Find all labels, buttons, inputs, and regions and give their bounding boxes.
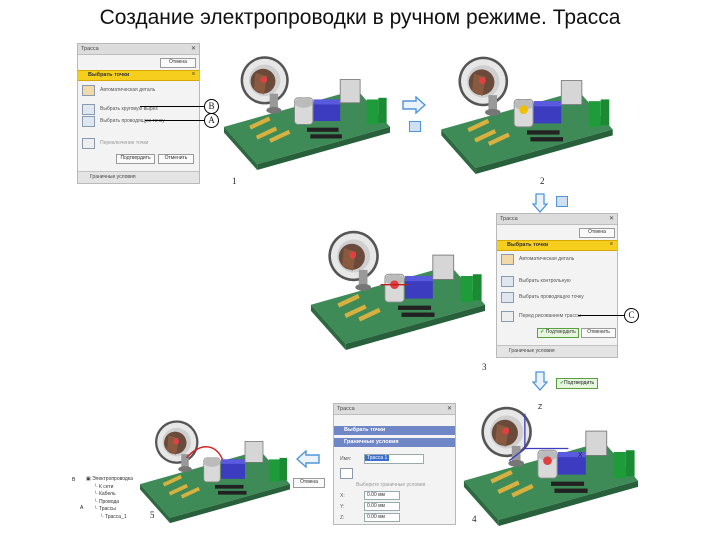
tree-item[interactable]: └ Провода — [94, 498, 120, 505]
step-label-4: 4 — [472, 514, 477, 524]
collapse-icon[interactable]: ≡ — [191, 71, 195, 77]
tree-item[interactable]: └ Трассы — [94, 506, 116, 512]
tree-item[interactable]: └ Трасса_1 — [100, 513, 127, 520]
arrow-left-icon — [296, 450, 320, 468]
name-input[interactable]: Трасса 1 — [364, 454, 424, 464]
panel-title: Трасса — [337, 406, 355, 412]
cancel-button[interactable]: Отмена — [579, 228, 615, 238]
section-select-points[interactable]: Выбрать точки ≡ — [497, 240, 617, 251]
close-icon[interactable]: ✕ — [608, 216, 614, 222]
section-select-points[interactable]: Выбрать точки ≡ — [78, 70, 199, 81]
boundary-conditions-bar[interactable]: Граничные условия — [78, 171, 199, 183]
conductive-point-icon[interactable] — [82, 116, 95, 127]
section-label: Выбрать точки — [507, 242, 549, 248]
callout-c: C — [624, 308, 639, 323]
boundary-point-icon[interactable] — [340, 468, 353, 479]
panel-header: Трасса ✕ — [334, 404, 455, 415]
option-auto-part[interactable]: Автоматическая деталь — [100, 87, 156, 93]
confirm-badge-label: Подтвердить — [564, 380, 595, 386]
step-label-2: 2 — [540, 176, 545, 186]
section-label: Граничные условия — [344, 439, 399, 445]
panel-title: Трасса — [500, 216, 518, 222]
panel-header: Трасса ✕ — [497, 214, 617, 225]
route-tool-icon-2[interactable] — [556, 196, 568, 207]
x-input[interactable]: 0.00 мм — [364, 491, 400, 500]
axis-x-label: X — [578, 452, 583, 459]
tree-mark-a: А — [80, 505, 84, 511]
route-panel-3: Трасса ✕ Выбрать точки Граничные условия… — [333, 403, 456, 525]
arrow-down-icon-2 — [532, 371, 548, 391]
confirm-label: Подтвердить — [545, 329, 576, 335]
check-icon: ✔ — [559, 380, 565, 386]
callout-b: B — [204, 99, 219, 114]
option-pre-route[interactable]: Перед рисованием трассы — [519, 313, 582, 319]
option-control-point[interactable]: Выбрать контрольную — [519, 278, 571, 284]
close-icon[interactable]: ✕ — [190, 46, 196, 52]
scene-5 — [140, 412, 290, 524]
tree-item[interactable]: └ К сети — [94, 483, 114, 490]
step-label-1: 1 — [232, 176, 237, 186]
leader-line-c — [578, 315, 624, 316]
section-label: Выбрать точки — [88, 72, 130, 78]
scene-2 — [438, 48, 616, 174]
z-input[interactable]: 0.00 мм — [364, 513, 400, 522]
y-input[interactable]: 0.00 мм — [364, 502, 400, 511]
small-cancel-button[interactable]: Отмена — [293, 478, 325, 488]
z-label: Z: — [340, 515, 345, 521]
collapse-icon[interactable]: ≡ — [609, 241, 613, 247]
model-tree: ▣ Электропроводка └ К сети └ Кабель └ Пр… — [86, 476, 142, 521]
reject-button[interactable]: Отменить — [581, 328, 616, 338]
scene-1 — [222, 48, 392, 170]
option-conductive-point[interactable]: Выбрать проводящую точку — [519, 294, 584, 300]
conductive-point-icon[interactable] — [501, 292, 514, 303]
cancel-button[interactable]: Отмена — [160, 58, 196, 68]
reject-button[interactable]: Отменить — [158, 154, 194, 164]
boundary-hint: Выберите граничные условия — [356, 482, 426, 488]
slide-title: Создание электропроводки в ручном режиме… — [99, 6, 621, 29]
close-icon[interactable]: ✕ — [446, 406, 452, 412]
boundary-conditions-bar[interactable]: Граничные условия — [497, 345, 617, 357]
check-icon: ✔ — [540, 329, 545, 335]
step-label-5: 5 — [150, 510, 155, 520]
auto-part-icon[interactable] — [501, 254, 514, 265]
control-point-icon[interactable] — [501, 276, 514, 287]
scene-3 — [300, 222, 496, 350]
tree-item[interactable]: ▣ Электропроводка — [86, 476, 133, 482]
option-conductive-point[interactable]: Выбрать проводящую точку — [100, 118, 165, 124]
panel-title: Трасса — [81, 46, 99, 52]
name-label: Имя: — [340, 456, 352, 462]
boundary-conditions-label: Граничные условия — [509, 348, 555, 354]
leader-line-a — [145, 120, 204, 121]
arrow-right-icon — [402, 96, 426, 114]
step-label-3: 3 — [482, 362, 487, 372]
scene-4 — [462, 398, 640, 526]
pre-route-icon[interactable] — [501, 311, 514, 322]
x-label: X: — [340, 493, 345, 499]
section-label: Выбрать точки — [344, 427, 386, 433]
callout-a: A — [204, 113, 219, 128]
circular-cut-icon[interactable] — [82, 104, 95, 115]
tree-mark-b: В — [72, 477, 76, 483]
option-switch-point[interactable]: Переключение точки — [100, 140, 149, 146]
route-panel-2: Трасса ✕ Отмена Выбрать точки ≡ Автомати… — [496, 213, 618, 358]
section-select-points[interactable]: Выбрать точки — [334, 426, 455, 435]
option-circular-cut[interactable]: Выбрать круговую вырез — [100, 106, 158, 112]
boundary-conditions-label: Граничные условия — [90, 174, 136, 180]
panel-header: Трасса ✕ — [78, 44, 199, 55]
name-value: Трасса 1 — [365, 455, 390, 461]
option-auto-part[interactable]: Автоматическая деталь — [519, 256, 575, 262]
confirm-button[interactable]: ✔ Подтвердить — [537, 328, 579, 338]
route-panel-1: Трасса ✕ Отмена Выбрать точки ≡ Автомати… — [77, 43, 200, 184]
section-boundary-conditions[interactable]: Граничные условия — [334, 438, 455, 447]
confirm-badge[interactable]: ✔Подтвердить — [556, 378, 598, 389]
confirm-button[interactable]: Подтвердить — [116, 154, 155, 164]
route-tool-icon[interactable] — [409, 121, 421, 132]
arrow-down-icon — [532, 193, 548, 213]
y-label: Y: — [340, 504, 345, 510]
auto-part-icon[interactable] — [82, 85, 95, 96]
tree-item[interactable]: └ Кабель — [94, 491, 116, 497]
switch-point-icon[interactable] — [82, 138, 95, 149]
leader-line-b — [140, 106, 204, 107]
axis-z-label: Z — [538, 404, 543, 411]
